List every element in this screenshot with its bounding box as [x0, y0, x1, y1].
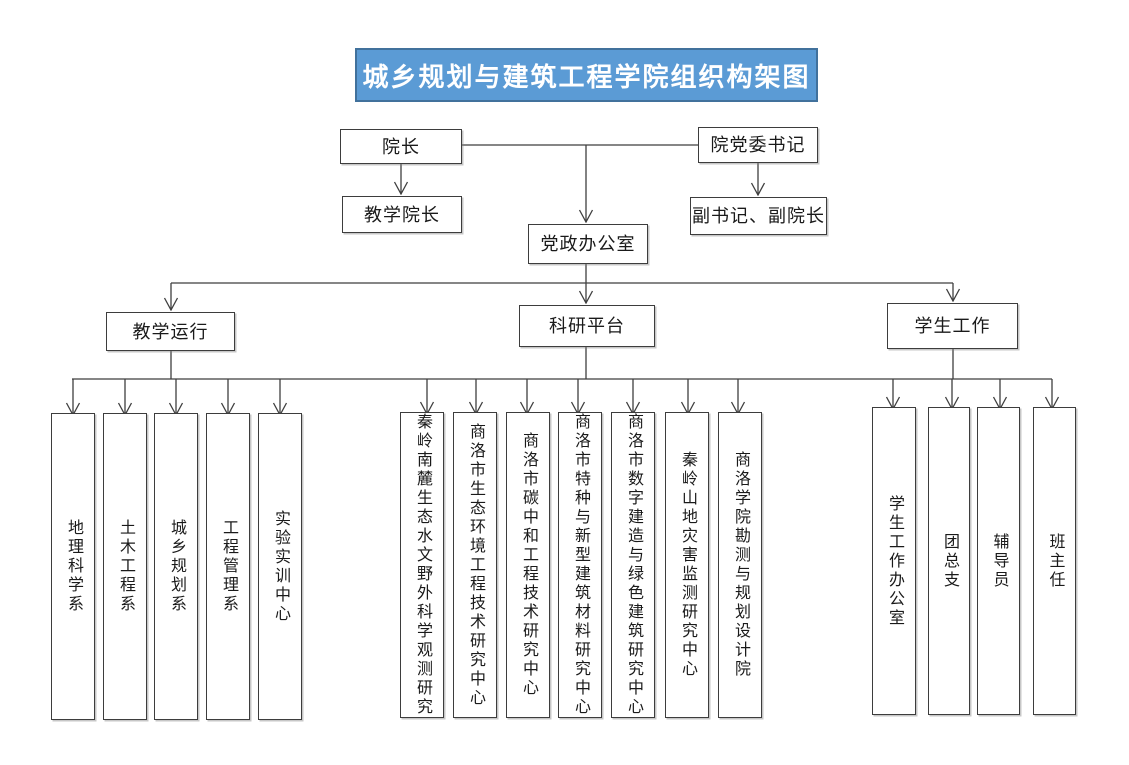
- node-counselors: 辅导员: [977, 407, 1020, 715]
- node-experiment-training-center: 实验实训中心: [258, 413, 302, 720]
- node-civil-engineering-dept: 土木工程系: [103, 413, 147, 720]
- node-teaching-dean: 教学院长: [342, 196, 462, 233]
- node-new-building-materials-center: 商洛市特种与新型建筑材料研究中心: [558, 412, 602, 718]
- node-qinling-ecohydrology-observation: 秦岭南麓生态水文野外科学观测研究: [400, 412, 444, 718]
- node-teaching-operations: 教学运行: [106, 312, 235, 351]
- node-deputy-secretary-deputy-dean: 副书记、副院长: [690, 197, 827, 235]
- node-league-general-branch: 团总支: [928, 407, 970, 715]
- node-mountain-disaster-center: 秦岭山地灾害监测研究中心: [665, 412, 709, 718]
- node-student-work: 学生工作: [887, 303, 1018, 349]
- node-engineering-management-dept: 工程管理系: [206, 413, 250, 720]
- node-eco-environment-engineering-center: 商洛市生态环境工程技术研究中心: [453, 412, 497, 718]
- node-digital-green-building-center: 商洛市数字建造与绿色建筑研究中心: [611, 412, 655, 718]
- node-survey-planning-institute: 商洛学院勘测与规划设计院: [718, 412, 762, 718]
- node-class-advisers: 班主任: [1033, 407, 1076, 715]
- chart-title: 城乡规划与建筑工程学院组织构架图: [355, 48, 818, 102]
- connectors: [72, 144, 1052, 415]
- node-party-secretary: 院党委书记: [698, 127, 818, 163]
- node-urban-rural-planning-dept: 城乡规划系: [154, 413, 198, 720]
- node-student-affairs-office: 学生工作办公室: [872, 407, 916, 715]
- node-party-admin-office: 党政办公室: [528, 224, 648, 264]
- node-carbon-neutrality-center: 商洛市碳中和工程技术研究中心: [506, 412, 550, 718]
- node-research-platform: 科研平台: [519, 305, 655, 347]
- node-geographic-science-dept: 地理科学系: [51, 413, 95, 720]
- node-dean: 院长: [340, 129, 462, 164]
